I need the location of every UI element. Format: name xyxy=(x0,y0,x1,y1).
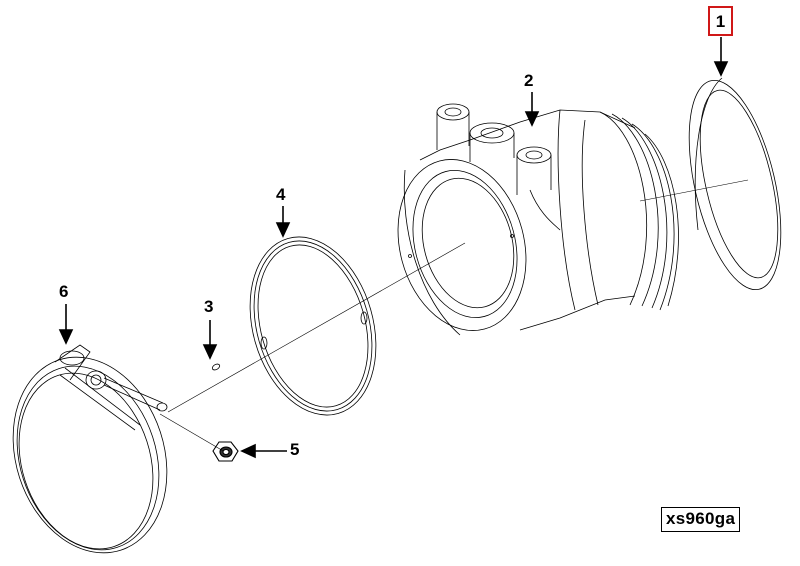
assembly-centerline xyxy=(160,180,748,452)
part-1-gasket xyxy=(672,72,798,299)
callout-3: 3 xyxy=(204,297,214,316)
callout-2: 2 xyxy=(524,71,534,90)
part-5-nut xyxy=(213,442,238,461)
part-3-pin xyxy=(211,363,220,371)
callout-1-highlighted: 1 xyxy=(708,6,733,36)
figure-code-label: xs960ga xyxy=(661,507,741,532)
callout-arrows xyxy=(60,37,727,457)
part-2-outlet-housing xyxy=(380,104,679,345)
callout-4: 4 xyxy=(276,185,286,204)
part-4-seal-ring xyxy=(230,222,396,430)
callout-6: 6 xyxy=(59,282,69,301)
callout-5: 5 xyxy=(290,440,300,459)
part-6-vband-clamp xyxy=(0,337,191,566)
